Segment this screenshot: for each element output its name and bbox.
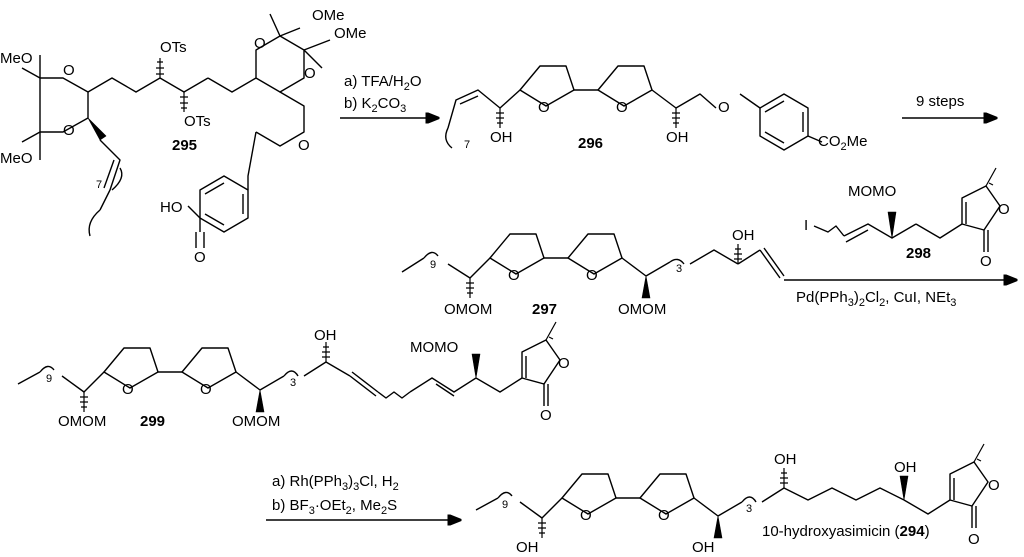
oh-label-294a: OH — [516, 539, 539, 556]
n3-label-294: 3 — [746, 503, 752, 515]
compound-298 — [813, 167, 1001, 252]
compound-296 — [445, 65, 823, 151]
compound-295 — [21, 13, 331, 248]
step4-reagent-b: b) BF3·OEt2, Me2S — [272, 497, 397, 517]
oh-label-296b: OH — [666, 129, 689, 146]
n3-label-297: 3 — [676, 263, 682, 275]
ho-label-295: HO — [160, 199, 183, 216]
o-label-295d: O — [304, 65, 316, 82]
o-label-294c: O — [988, 477, 1000, 494]
omom-label-299a: OMOM — [58, 413, 106, 430]
o-label-299d: O — [540, 407, 552, 424]
o-label-295f: O — [194, 249, 206, 266]
n7-label-295: 7 — [96, 179, 102, 191]
o-label-298a: O — [998, 201, 1010, 218]
momo-label-298: MOMO — [848, 183, 896, 200]
n9-label-299: 9 — [46, 373, 52, 385]
omom-label-297b: OMOM — [618, 301, 666, 318]
compound-299-label: 299 — [140, 413, 165, 430]
o-label-296b: O — [616, 99, 628, 116]
oh-label-297: OH — [732, 227, 755, 244]
o-label-298b: O — [980, 253, 992, 270]
compound-297-label: 297 — [532, 301, 557, 318]
omom-label-297a: OMOM — [444, 301, 492, 318]
meo-label-1: MeO — [0, 50, 33, 67]
o-label-295c: O — [254, 35, 266, 52]
o-label-299a: O — [122, 381, 134, 398]
oh-label-294d: OH — [894, 459, 917, 476]
step3-reagent: Pd(PPh3)2Cl2, CuI, NEt3 — [796, 289, 956, 309]
momo-label-299: MOMO — [410, 339, 458, 356]
oh-label-296a: OH — [490, 129, 513, 146]
n3-label-299: 3 — [290, 377, 296, 389]
o-label-295b: O — [63, 122, 75, 139]
omom-label-299b: OMOM — [232, 413, 280, 430]
compound-295-label: 295 — [172, 137, 197, 154]
compound-294-name: 10-hydroxyasimicin (294) — [762, 523, 930, 540]
meo-label-2: MeO — [0, 150, 33, 167]
o-label-295a: O — [63, 62, 75, 79]
step4-reagent-a: a) Rh(PPh3)3Cl, H2 — [272, 473, 399, 493]
o-label-295e: O — [298, 137, 310, 154]
o-label-297a: O — [508, 267, 520, 284]
o-label-299c: O — [558, 355, 570, 372]
ots-label-2: OTs — [184, 113, 211, 130]
compound-296-label: 296 — [578, 135, 603, 152]
co2me-label: CO2Me — [818, 133, 867, 153]
n7-label-296: 7 — [464, 139, 470, 151]
o-label-299b: O — [200, 381, 212, 398]
o-label-296a: O — [538, 99, 550, 116]
o-label-297b: O — [586, 267, 598, 284]
oh-label-294c: OH — [774, 451, 797, 468]
i-label-298: I — [804, 217, 808, 234]
o-label-294b: O — [658, 507, 670, 524]
ots-label-1: OTs — [160, 39, 187, 56]
n9-label-294: 9 — [502, 499, 508, 511]
ome-label-1: OMe — [312, 7, 345, 24]
o-label-294a: O — [580, 507, 592, 524]
compound-294 — [475, 443, 989, 539]
oh-label-299: OH — [314, 327, 337, 344]
oh-label-294b: OH — [692, 539, 715, 556]
step2-reagent: 9 steps — [916, 93, 964, 110]
step1-reagent-b: b) K2CO3 — [344, 95, 406, 115]
ome-label-2: OMe — [334, 25, 367, 42]
o-label-296c: O — [718, 99, 730, 116]
n9-label-297: 9 — [430, 259, 436, 271]
compound-299 — [17, 321, 561, 413]
o-label-294d: O — [968, 531, 980, 548]
compound-297 — [401, 233, 785, 299]
step1-reagent-a: a) TFA/H2O — [344, 73, 422, 93]
compound-298-label: 298 — [906, 245, 931, 262]
